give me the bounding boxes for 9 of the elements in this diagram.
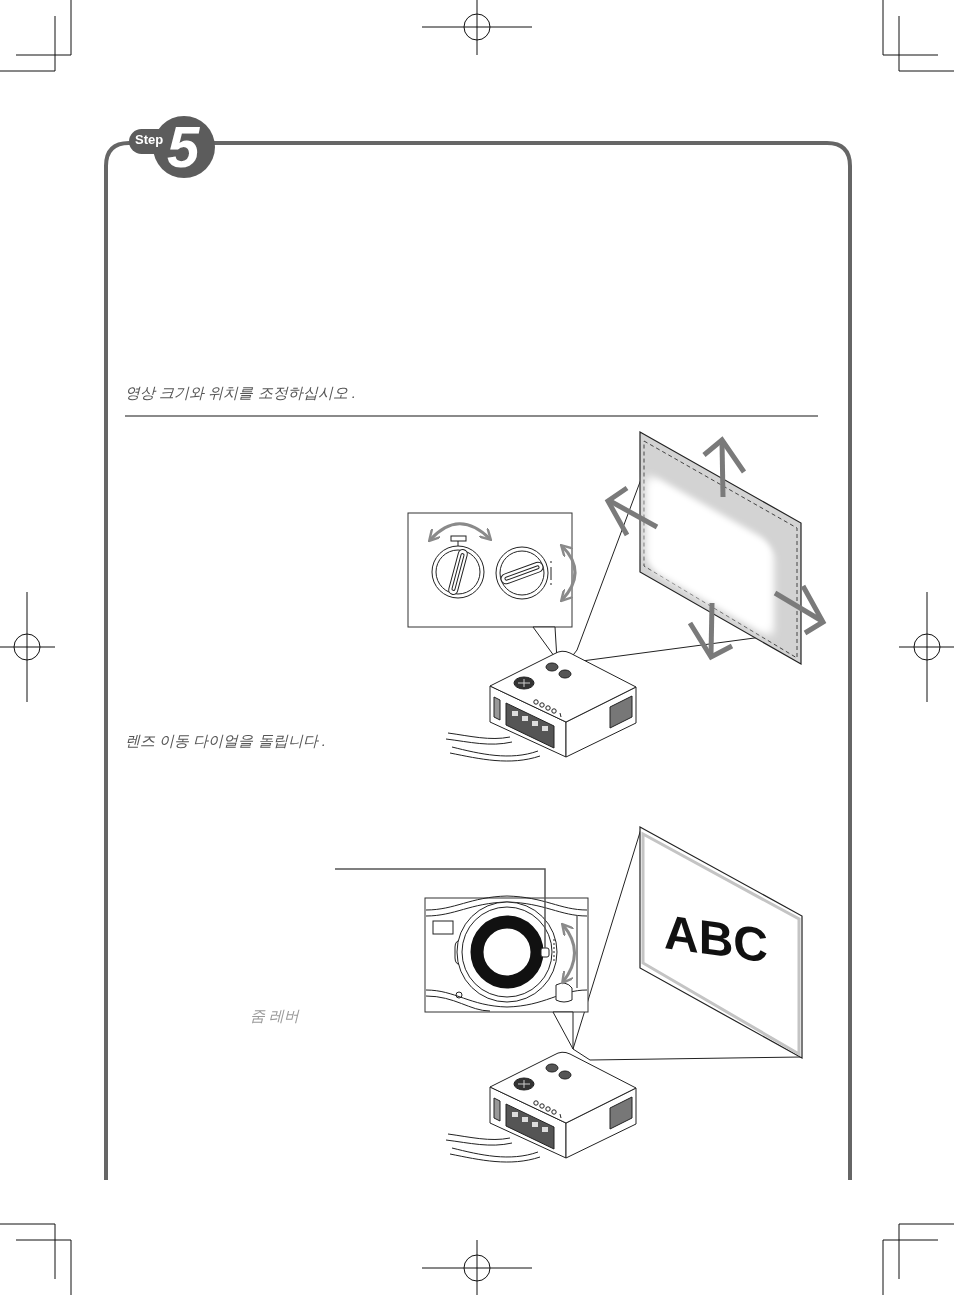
step-number: 5 [167,118,200,176]
instruction-text: 렌즈 이동 다이얼을 돌립니다 . [125,732,326,750]
step-badge [127,115,217,179]
leader-line [334,868,546,949]
zoom-lever [540,947,550,958]
screen-text: ABC [664,904,768,973]
step-label: Step [135,133,164,146]
part-label: 줌 레버 [250,1007,300,1025]
instruction-heading: 영상 크기와 위치를 조정하십시오 . [125,384,356,402]
